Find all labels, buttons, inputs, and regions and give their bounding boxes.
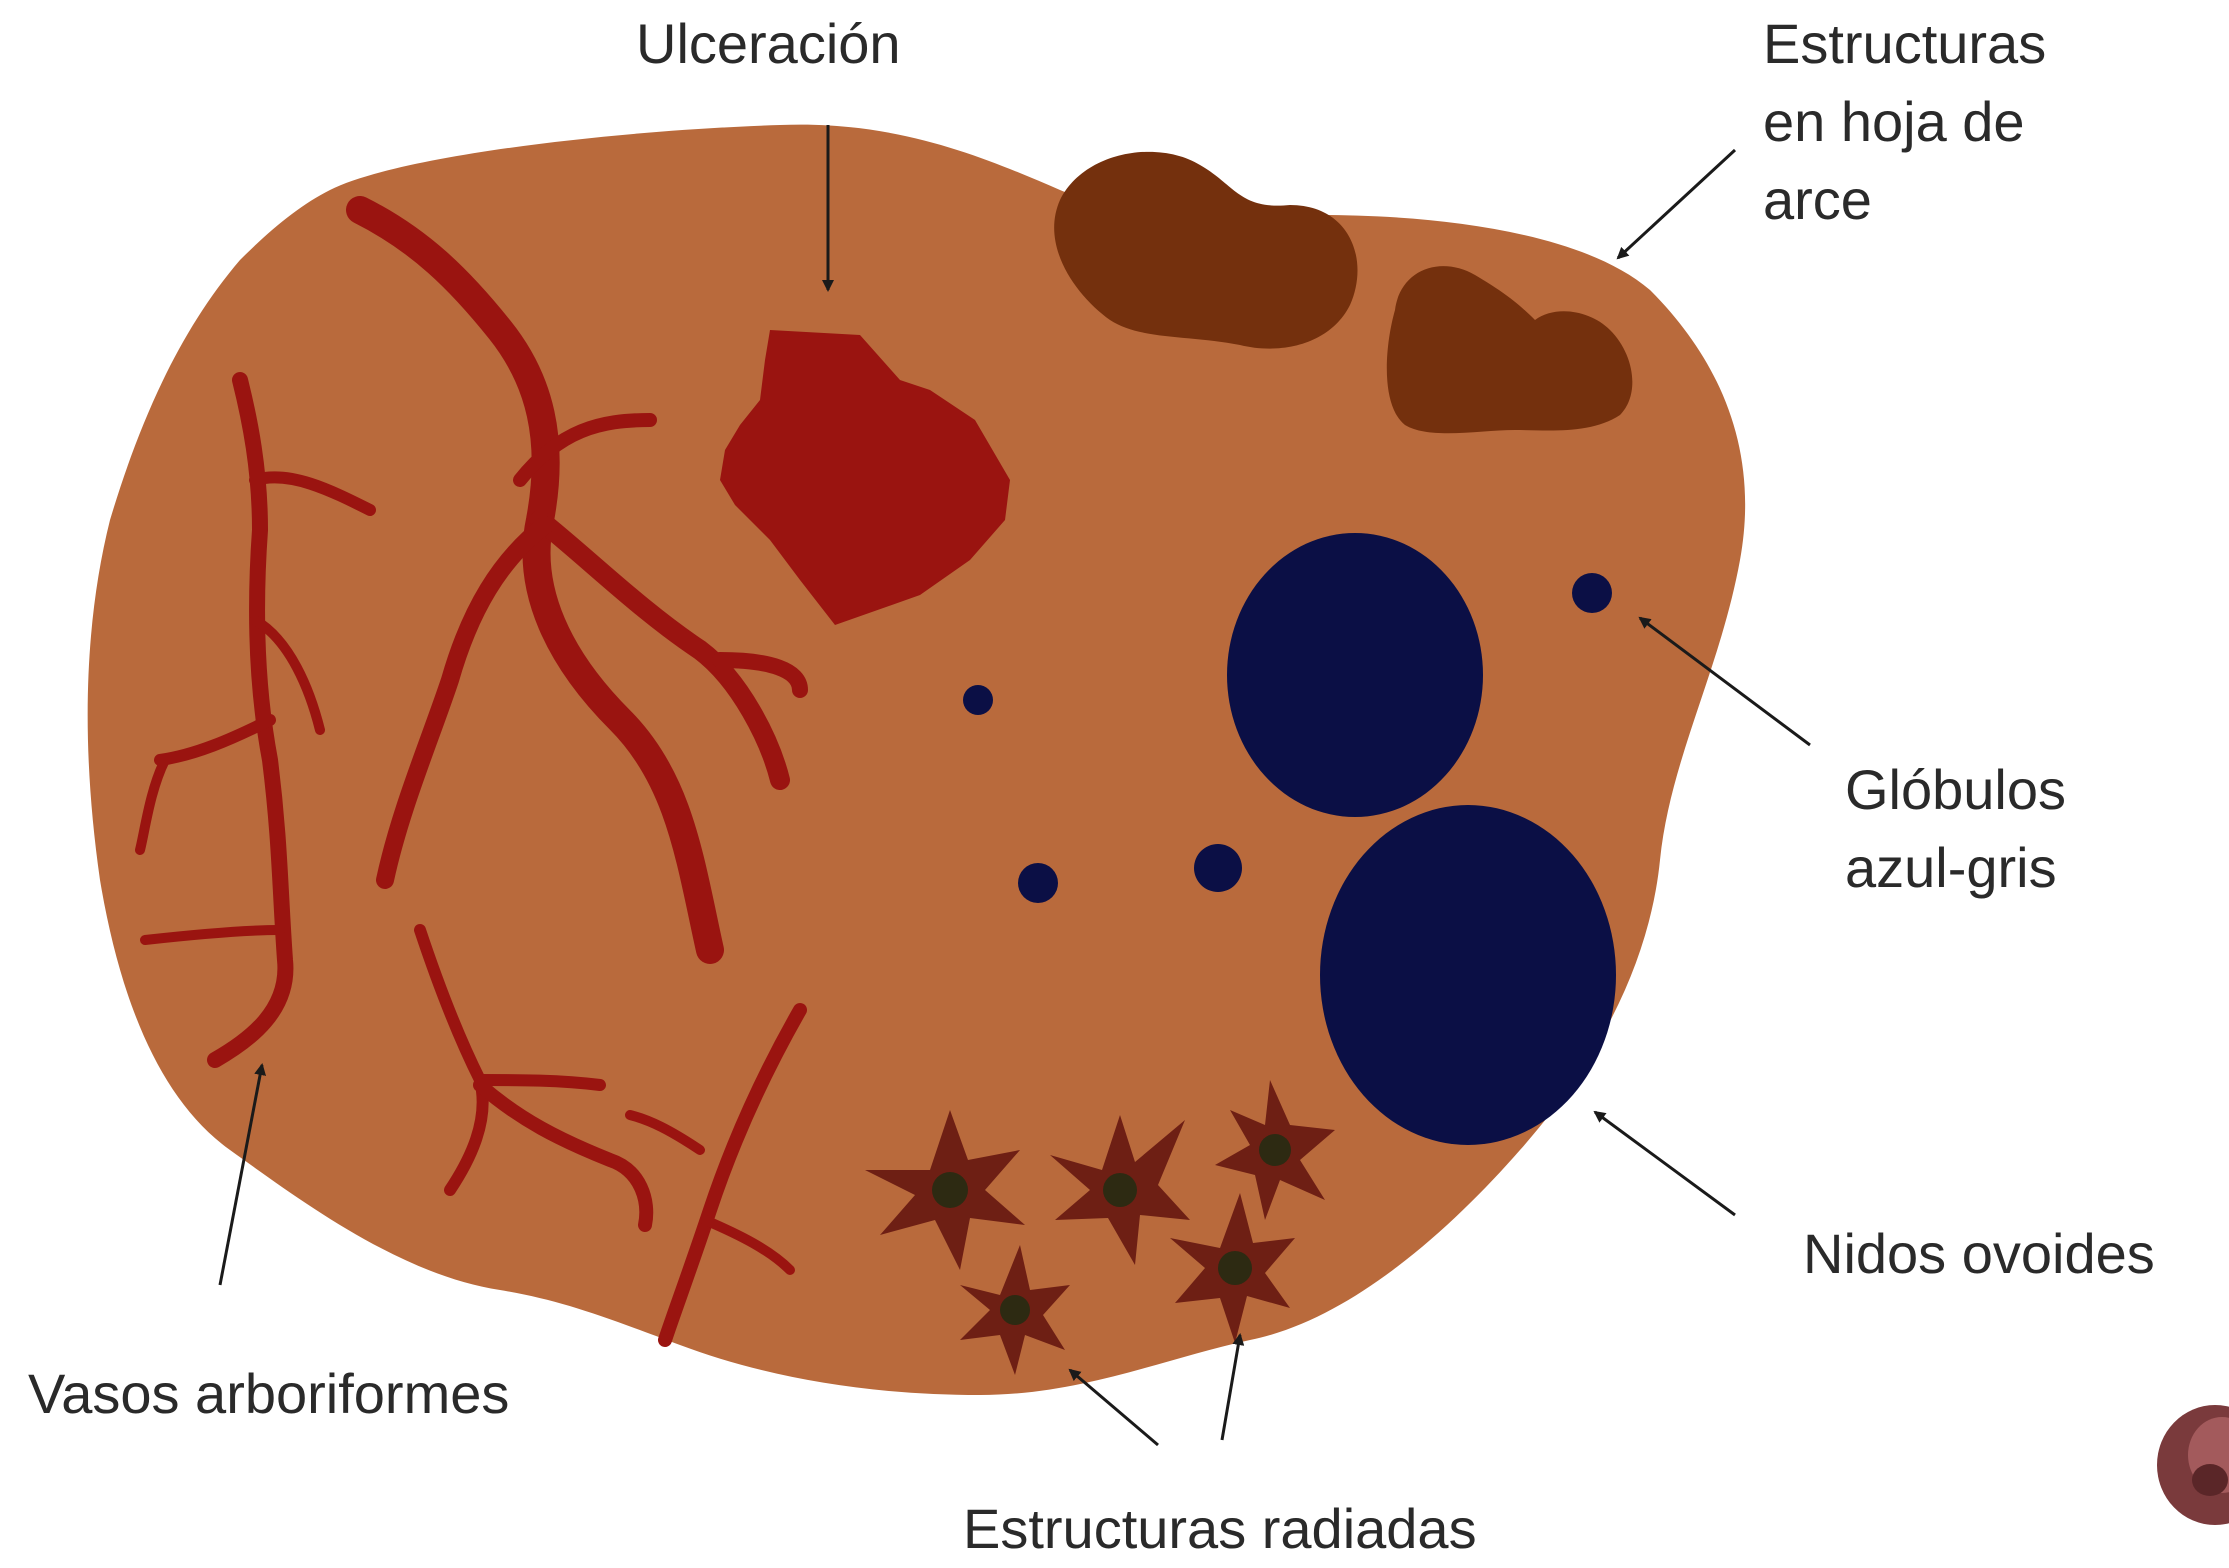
ovoid-nest xyxy=(1227,533,1483,817)
label-estructuras-radiadas: Estructuras radiadas xyxy=(963,1490,1477,1568)
label-globulos: Glóbulos azul-gris xyxy=(1845,751,2066,907)
label-ulceracion: Ulceración xyxy=(636,5,901,83)
label-vasos-arboriformes: Vasos arboriformes xyxy=(28,1355,509,1433)
arrow-hoja-de-arce xyxy=(1618,150,1735,258)
arrow-radiadas-1 xyxy=(1070,1370,1158,1445)
lesion-thumbnail xyxy=(2157,1405,2229,1525)
arrow-nidos xyxy=(1595,1112,1735,1215)
globule xyxy=(1018,863,1058,903)
arrow-radiadas-2 xyxy=(1222,1335,1240,1440)
ovoid-nest xyxy=(1320,805,1616,1145)
label-nidos-ovoides: Nidos ovoides xyxy=(1803,1215,2155,1293)
globule xyxy=(1572,573,1612,613)
globule xyxy=(963,685,993,715)
globule xyxy=(1194,844,1242,892)
label-hoja-de-arce: Estructuras en hoja de arce xyxy=(1763,5,2046,239)
